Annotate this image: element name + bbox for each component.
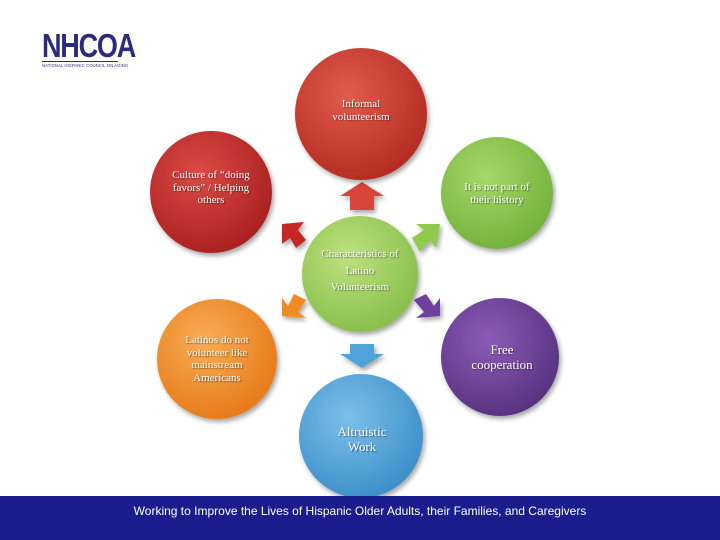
arrow-to-bottom-left [282,294,306,318]
node-bottom-right-circle [441,298,559,416]
node-top-left-circle [150,131,272,253]
arrow-to-bottom-right [414,294,440,318]
arrow-to-top [340,182,384,210]
node-top-left-label: Culture of “doing favors” / Helping othe… [172,169,250,207]
footer-text: Working to Improve the Lives of Hispanic… [133,504,587,518]
logo-tagline: NATIONAL HISPANIC COUNCIL ON AGING [42,63,129,68]
node-top-circle [295,48,427,180]
node-bottom-circle [299,374,423,498]
arrow-to-top-left [282,222,306,248]
node-bottom-right-label: Free cooperation [471,342,533,372]
arrow-to-bottom [340,344,384,368]
arrow-to-top-right [412,224,440,252]
nhcoa-logo: NHCOA NATIONAL HISPANIC COUNCIL ON AGING [42,28,136,72]
node-top-label: Informal volunteerism [332,98,390,123]
node-top-right-circle [441,137,553,249]
logo-name: NHCOA [42,27,136,64]
node-bottom-left-circle [157,299,277,419]
center-circle [302,216,418,332]
footer-bar: Working to Improve the Lives of Hispanic… [0,496,720,540]
node-bottom-label: Altruistic Work [337,424,387,454]
logo-rule [42,61,118,62]
node-top-right-label: It is not part of their history [464,181,530,206]
node-bottom-left-label: Latinos do not volunteer like mainstream… [185,334,249,384]
center-label: Characteristics of Latino Volunteerism [321,248,399,293]
